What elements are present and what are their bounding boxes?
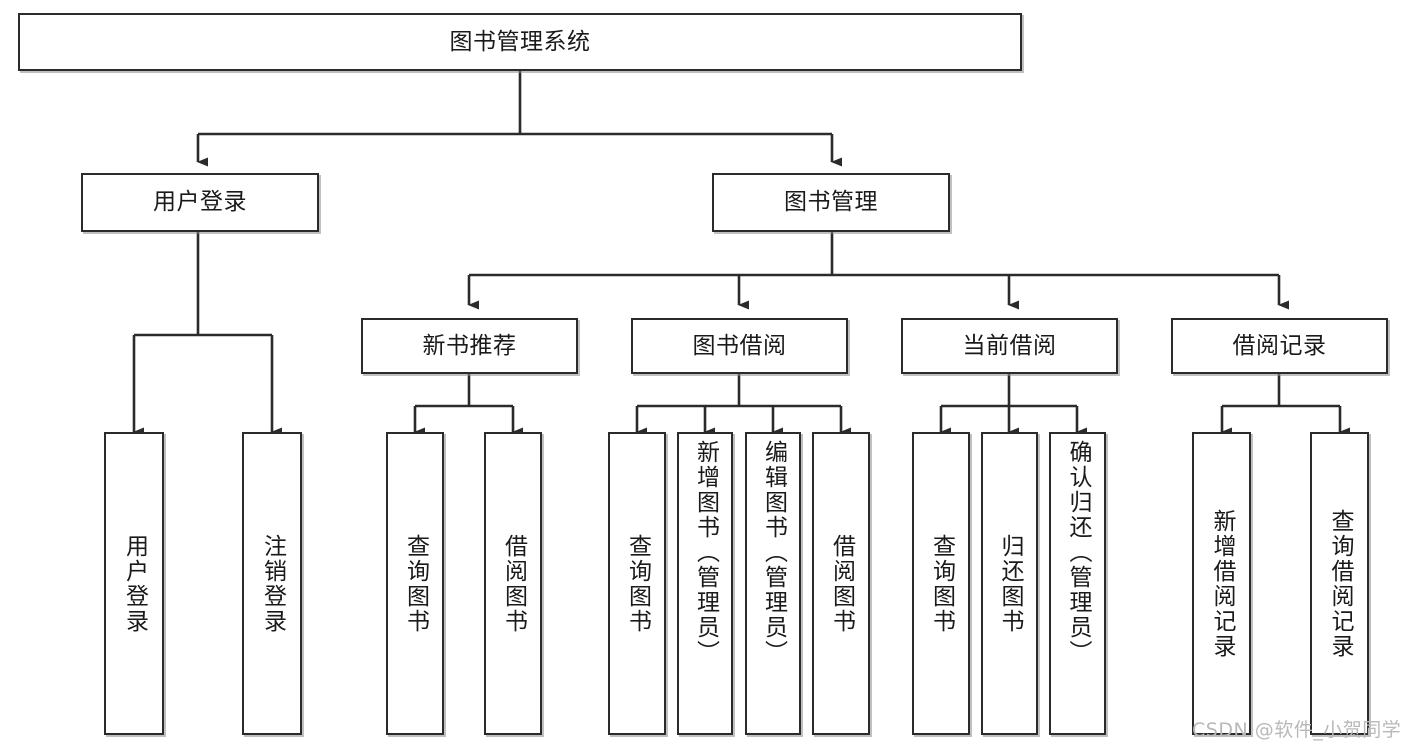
node-leaf-borrow-book-1[interactable]: 借阅图书 [484, 432, 542, 735]
node-leaf-query-book-1[interactable]: 查询图书 [386, 432, 444, 735]
node-leaf-query-book-2-label: 查询图书 [624, 533, 651, 634]
node-leaf-borrow-book-2[interactable]: 借阅图书 [812, 432, 870, 735]
node-borrow-record-label: 借阅记录 [1232, 332, 1327, 359]
node-leaf-add-book-label: 新增图书（管理员） [692, 440, 719, 665]
node-leaf-query-book-3-label: 查询图书 [928, 533, 955, 634]
node-leaf-borrow-book-1-label: 借阅图书 [500, 533, 527, 634]
node-leaf-confirm-return[interactable]: 确认归还（管理员） [1049, 432, 1106, 735]
node-leaf-confirm-return-label: 确认归还（管理员） [1065, 440, 1091, 665]
node-leaf-query-book-2[interactable]: 查询图书 [608, 432, 666, 735]
node-book-manage-label: 图书管理 [784, 189, 878, 216]
node-leaf-edit-book[interactable]: 编辑图书（管理员） [745, 432, 801, 735]
node-book-manage[interactable]: 图书管理 [712, 173, 950, 232]
node-leaf-query-record-label: 查询借阅记录 [1327, 508, 1353, 659]
node-leaf-logout[interactable]: 注销登录 [242, 432, 302, 735]
node-leaf-edit-book-label: 编辑图书（管理员） [760, 440, 787, 665]
node-leaf-return-book-label: 归还图书 [997, 533, 1023, 634]
node-leaf-borrow-book-2-label: 借阅图书 [828, 533, 855, 634]
node-new-book-rec-label: 新书推荐 [422, 332, 517, 359]
node-leaf-query-book-3[interactable]: 查询图书 [912, 432, 970, 735]
node-root[interactable]: 图书管理系统 [18, 13, 1022, 71]
node-leaf-logout-label: 注销登录 [259, 533, 286, 634]
node-leaf-add-book[interactable]: 新增图书（管理员） [677, 432, 733, 735]
node-new-book-rec[interactable]: 新书推荐 [361, 318, 578, 374]
watermark: CSDN @软件_小贺同学 [1192, 719, 1402, 741]
node-book-borrow-label: 图书借阅 [692, 332, 787, 359]
node-book-borrow[interactable]: 图书借阅 [631, 318, 848, 374]
node-leaf-query-book-1-label: 查询图书 [402, 533, 429, 634]
node-leaf-query-record[interactable]: 查询借阅记录 [1310, 432, 1369, 735]
node-leaf-user-login[interactable]: 用户登录 [104, 432, 164, 735]
node-user-login[interactable]: 用户登录 [81, 173, 319, 232]
node-current-borrow[interactable]: 当前借阅 [901, 318, 1118, 374]
node-borrow-record[interactable]: 借阅记录 [1171, 318, 1388, 374]
node-leaf-return-book[interactable]: 归还图书 [981, 432, 1038, 735]
node-current-borrow-label: 当前借阅 [962, 332, 1057, 359]
node-leaf-add-record-label: 新增借阅记录 [1209, 508, 1235, 659]
node-root-label: 图书管理系统 [449, 28, 591, 55]
node-leaf-user-login-label: 用户登录 [121, 533, 148, 634]
node-user-login-label: 用户登录 [153, 189, 247, 216]
node-leaf-add-record[interactable]: 新增借阅记录 [1192, 432, 1251, 735]
